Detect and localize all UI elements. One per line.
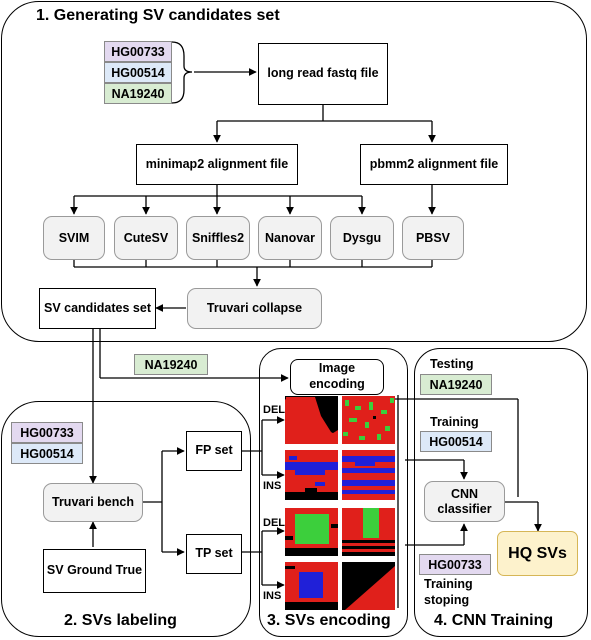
- encoding-ins-label-fp: INS: [263, 480, 282, 492]
- fp-ins-image-2: [342, 450, 395, 500]
- minimap2-alignment-box: minimap2 alignment file: [136, 144, 298, 185]
- tp-del-image-2: [342, 508, 395, 556]
- tp-ins-image-2: [342, 562, 395, 610]
- sample-tag-na19240: NA19240: [104, 83, 172, 104]
- tp-set-box: TP set: [186, 534, 242, 574]
- sv-candidates-box: SV candidates set: [39, 288, 156, 329]
- training-stoping-label: Training stoping: [424, 577, 473, 608]
- tp-del-image-1: [285, 508, 338, 556]
- encoding-ins-label-tp: INS: [263, 590, 282, 602]
- panel-labeling-title: 2. SVs labeling: [64, 612, 177, 629]
- fp-ins-image-1: [285, 450, 338, 500]
- sample-tag-hg00514: HG00514: [104, 62, 172, 83]
- truvari-collapse-box: Truvari collapse: [187, 288, 322, 329]
- sample-tag-hg00733-stoping: HG00733: [419, 554, 491, 575]
- hq-svs-box: HQ SVs: [497, 531, 578, 576]
- encoding-del-label-tp: DEL: [263, 517, 285, 529]
- fp-del-image-1: [285, 396, 338, 444]
- fp-set-box: FP set: [186, 431, 242, 471]
- caller-cutesv: CuteSV: [114, 216, 178, 260]
- fp-del-image-2: [342, 396, 395, 444]
- panel-encoding-title: 3. SVs encoding: [267, 612, 391, 629]
- caller-nanovar: Nanovar: [258, 216, 322, 260]
- fastq-file-box: long read fastq file: [258, 43, 388, 105]
- tp-ins-image-1: [285, 562, 338, 610]
- sv-ground-true-box: SV Ground True: [43, 549, 146, 593]
- caller-svim: SVIM: [43, 216, 105, 260]
- hq-svs-label: HQ SVs: [508, 544, 567, 562]
- sample-tag-hg00733: HG00733: [104, 41, 172, 62]
- caller-dysgu: Dysgu: [330, 216, 394, 260]
- sv-image-heatmaps: [285, 396, 395, 610]
- training-label: Training: [430, 415, 479, 429]
- sample-tag-hg00514-labeling: HG00514: [11, 443, 83, 464]
- panel-training-title: 4. CNN Training: [434, 612, 554, 629]
- panel-generating-title: 1. Generating SV candidates set: [36, 7, 280, 24]
- sample-tag-na19240-encoding: NA19240: [134, 354, 208, 375]
- caller-pbsv: PBSV: [402, 216, 464, 260]
- pbmm2-alignment-box: pbmm2 alignment file: [360, 144, 508, 185]
- sample-tag-hg00514-training: HG00514: [420, 431, 492, 452]
- truvari-bench-box: Truvari bench: [43, 483, 143, 522]
- cnn-classifier-box: CNN classifier: [424, 481, 505, 522]
- image-encoding-box: Image encoding: [290, 359, 384, 395]
- caller-sniffles2: Sniffles2: [186, 216, 250, 260]
- testing-label: Testing: [430, 357, 474, 371]
- encoding-del-label-fp: DEL: [263, 404, 285, 416]
- sample-tag-hg00733-labeling: HG00733: [11, 422, 83, 443]
- sample-tag-na19240-testing: NA19240: [420, 374, 492, 395]
